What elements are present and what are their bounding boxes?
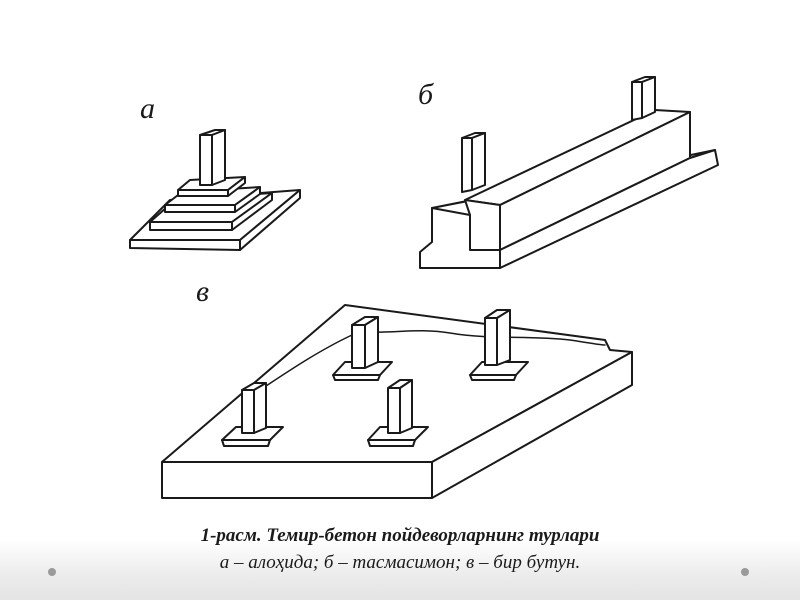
strip-footing-drawing xyxy=(419,76,719,269)
caption-title: 1-расм. Темир-бетон пойдеворларнинг турл… xyxy=(200,525,600,546)
slab-foundation-drawing xyxy=(161,304,633,499)
isolated-footing-drawing xyxy=(129,129,301,251)
prev-slide-dot[interactable] xyxy=(48,568,56,576)
next-slide-dot[interactable] xyxy=(741,568,749,576)
label-b: б xyxy=(418,78,434,111)
caption-subtitle: а – алоҳида; б – тасмасимон; в – бир бут… xyxy=(219,552,581,573)
label-v: в xyxy=(196,275,210,308)
label-a: а xyxy=(140,92,155,125)
foundation-types-figure xyxy=(129,76,719,499)
